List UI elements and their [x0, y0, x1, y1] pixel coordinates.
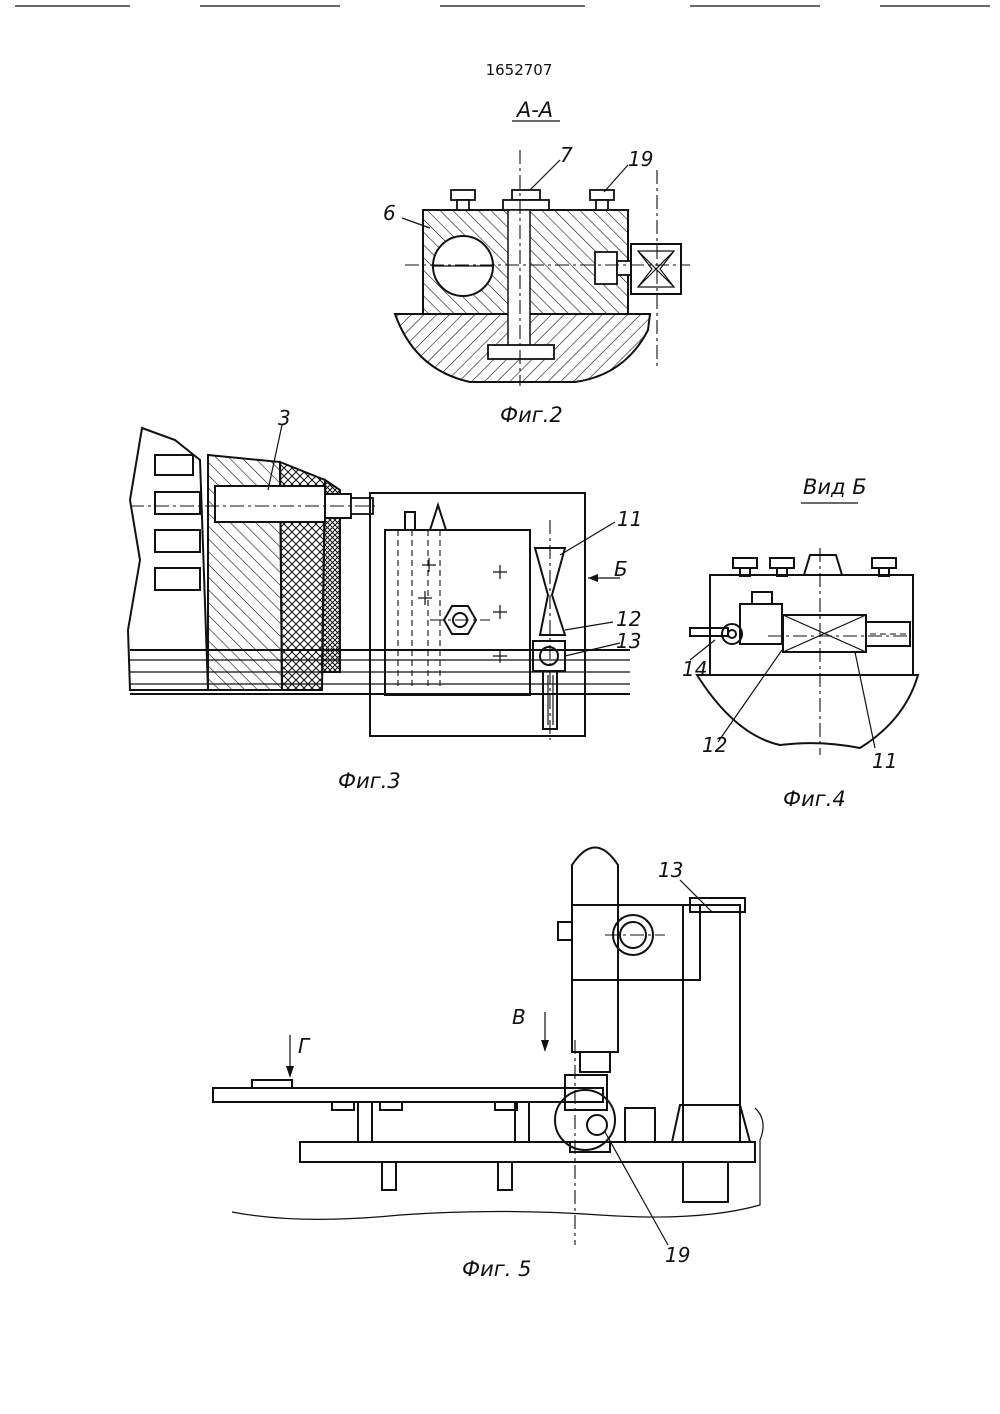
fig2-label-6: 6 — [383, 201, 396, 225]
fig3-label-11: 11 — [617, 507, 642, 531]
fig2-drawing — [395, 150, 690, 386]
fig4-drawing — [690, 548, 918, 755]
fig5-caption: Фиг. 5 — [462, 1257, 531, 1281]
fig5-label-13: 13 — [658, 858, 683, 882]
fig3-label-13: 13 — [616, 629, 641, 653]
fig4-label-11: 11 — [872, 749, 897, 773]
fig4-view-title: Вид Б — [803, 475, 867, 499]
fig5-label-19: 19 — [665, 1243, 690, 1267]
fig4-label-12: 12 — [702, 733, 727, 757]
fig2-caption: Фиг.2 — [500, 403, 563, 427]
fig5-drawing — [213, 848, 763, 1246]
fig2-label-7: 7 — [560, 143, 573, 167]
fig4-label-14: 14 — [682, 657, 707, 681]
fig5-arrow-v-label: В — [512, 1005, 526, 1029]
patent-number: 1652707 — [486, 61, 553, 79]
fig3-label-12: 12 — [616, 607, 641, 631]
fig2-label-19: 19 — [628, 147, 653, 171]
fig4-caption: Фиг.4 — [783, 787, 846, 811]
fig3-drawing — [128, 425, 630, 740]
fig5-arrow-g-label: Г — [298, 1034, 311, 1058]
section-title: А-А — [515, 98, 553, 122]
fig3-caption: Фиг.3 — [338, 769, 401, 793]
fig3-arrow-b-label: Б — [614, 557, 628, 581]
fig3-label-3: 3 — [278, 406, 291, 430]
